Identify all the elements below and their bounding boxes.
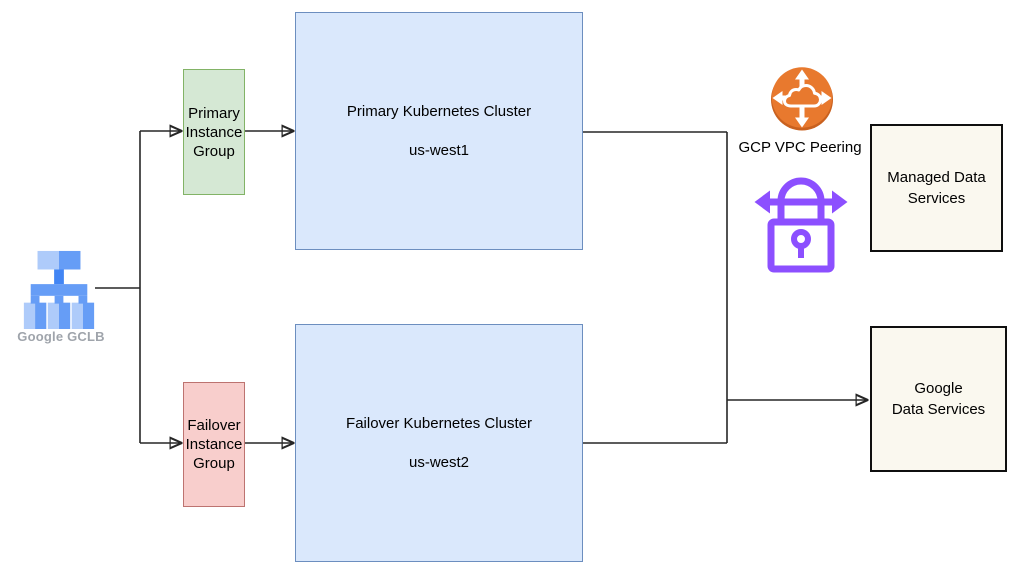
gclb-mid-shapes [30, 250, 95, 329]
primary-instance-group-node: Primary Instance Group [183, 69, 245, 195]
lock-shackle [777, 177, 825, 223]
gclb-icon [23, 250, 95, 329]
managed-data-services-label: Managed Data Services [887, 169, 986, 207]
gclb-light-shapes [23, 250, 83, 329]
failover-instance-group-node: Failover Instance Group [183, 382, 245, 507]
arrow-heads [754, 190, 848, 214]
primary-cluster-node: Primary Kubernetes Cluster us-west1 [295, 12, 583, 250]
vpn-lock-icon [754, 177, 848, 273]
primary-instance-group-label: Primary Instance Group [185, 104, 243, 160]
lock-outline [765, 177, 837, 273]
vpc-peering-icon [771, 67, 833, 131]
gclb-label: Google GCLB [17, 329, 105, 344]
primary-cluster-region: us-west1 [408, 142, 470, 159]
failover-cluster-node: Failover Kubernetes Cluster us-west2 [295, 324, 583, 562]
failover-cluster-region: us-west2 [408, 454, 470, 471]
managed-data-services-node: Managed Data Services [870, 124, 1003, 252]
failover-instance-group-label: Failover Instance Group [185, 417, 243, 472]
google-data-services-label: Google Data Services [891, 380, 986, 418]
primary-cluster-name: Primary Kubernetes Cluster [346, 103, 532, 120]
cloud-glyph [783, 84, 822, 108]
google-data-services-node: Google Data Services [870, 326, 1007, 472]
gclb-connector-shape [54, 269, 64, 285]
failover-cluster-name: Failover Kubernetes Cluster [346, 415, 532, 432]
vpc-peering-label: GCP VPC Peering [738, 139, 862, 156]
